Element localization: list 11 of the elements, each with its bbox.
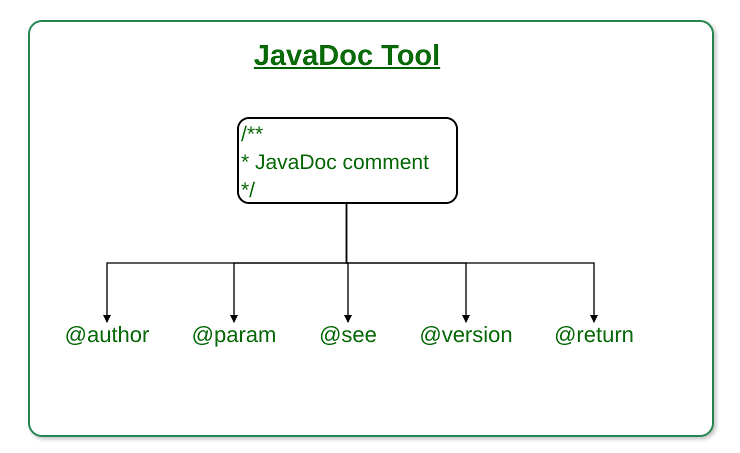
- tag-label: @see: [298, 322, 398, 350]
- connector-arrow: [346, 204, 598, 323]
- comment-box: [237, 117, 458, 204]
- tag-label: @author: [52, 322, 162, 350]
- comment-line: * JavaDoc comment: [241, 150, 430, 176]
- tag-label: @param: [178, 322, 290, 350]
- tag-label: @return: [539, 322, 649, 350]
- tag-label: @version: [406, 322, 526, 350]
- comment-line: */: [241, 178, 256, 204]
- diagram-title: JavaDoc Tool: [252, 40, 442, 73]
- comment-line: /**: [241, 122, 264, 148]
